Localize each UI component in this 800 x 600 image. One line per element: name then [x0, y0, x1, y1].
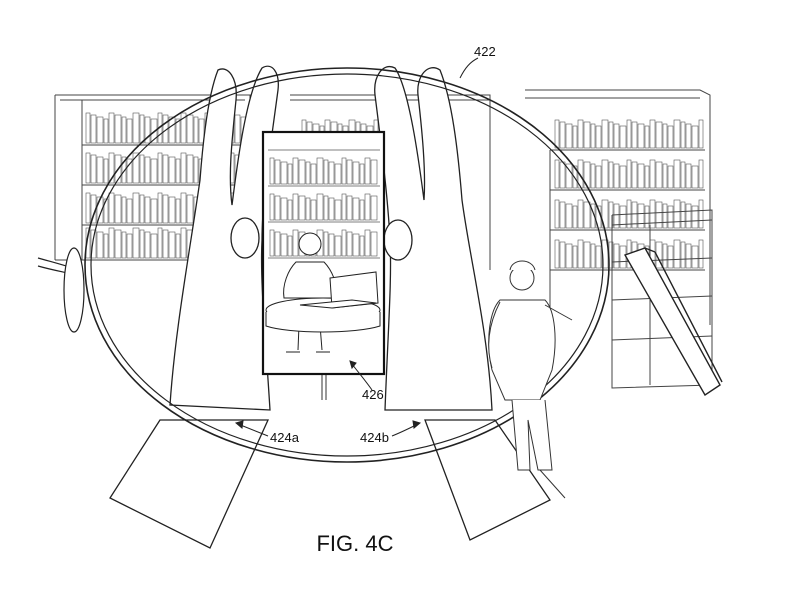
bookshelf-right	[525, 89, 711, 325]
standing-person	[488, 260, 573, 499]
label-424b: 424b	[360, 430, 389, 445]
label-424a: 424a	[270, 430, 300, 445]
cabinet-right	[611, 209, 713, 389]
frame-rectangle	[261, 130, 386, 376]
display-ellipse	[84, 67, 610, 463]
label-422: 422	[474, 44, 496, 59]
device-slab	[623, 247, 723, 396]
callouts	[234, 57, 479, 437]
table-leg	[321, 375, 327, 400]
hands	[109, 65, 551, 549]
label-426: 426	[362, 387, 384, 402]
figure-caption: FIG. 4C	[316, 531, 393, 556]
cord	[37, 247, 85, 333]
laptop	[299, 271, 379, 309]
